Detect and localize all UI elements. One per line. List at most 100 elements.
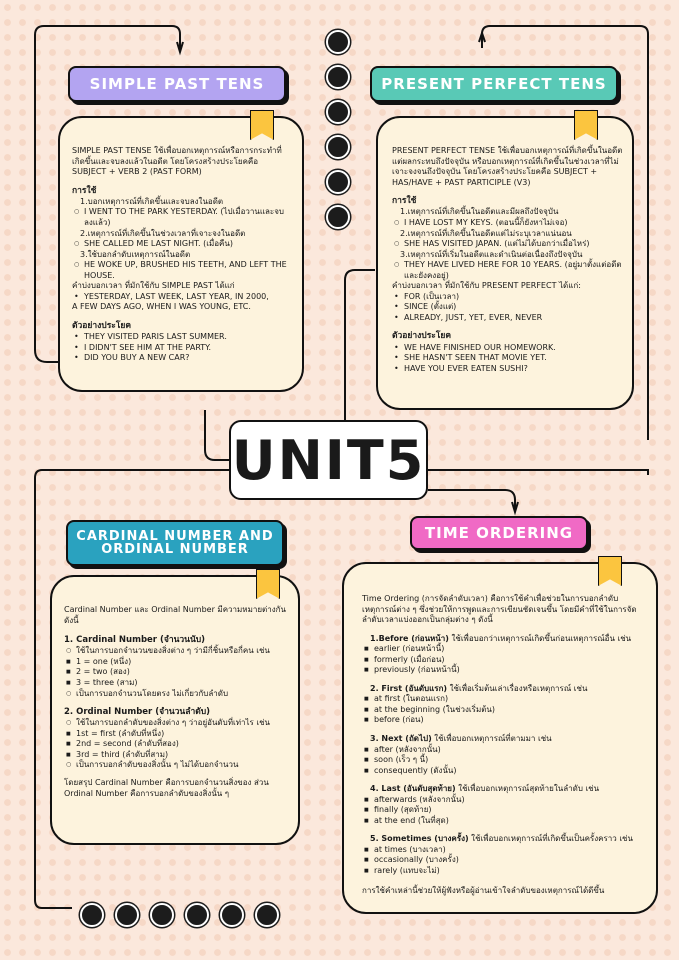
simple-past-usage-heading: การใช้ [72, 185, 97, 196]
unit-title: UNIT5 [229, 420, 428, 500]
time-group-1: 1.Before (ก่อนหน้า) ใช้เพื่อบอกว่าเหตุกา… [362, 634, 646, 645]
simple-past-usage-3-example: HE WOKE UP, BRUSHED HIS TEETH, AND LEFT … [72, 260, 290, 281]
present-perfect-example-3: HAVE YOU EVER EATEN SUSHI? [392, 364, 624, 375]
time-group-3-item-2: soon (เร็ว ๆ นี้) [362, 755, 646, 766]
cardinal-note: เป็นการบอกจำนวนโดยตรง ไม่เกี่ยวกับลำดับ [64, 689, 292, 700]
dot-6 [326, 205, 350, 229]
simple-past-usage-1-example: I WENT TO THE PARK YESTERDAY. (ไปเมื่อวา… [72, 207, 290, 228]
time-group-1-desc: ใช้เพื่อบอกว่าเหตุการณ์เกิดขึ้นก่อนเหตุก… [448, 633, 632, 643]
simple-past-banner: SIMPLE PAST TENS [68, 66, 286, 102]
simple-past-usage-3: 3.ใช้บอกลำดับเหตุการณ์ในอดีต [80, 249, 191, 259]
simple-past-example-3: DID YOU BUY A NEW CAR? [72, 353, 290, 364]
time-ordering-intro: Time Ordering (การจัดลำดับเวลา) คือการใช… [362, 594, 637, 625]
time-group-1-item-2: formerly (เมื่อก่อน) [362, 655, 646, 666]
time-ordering-summary: การใช้คำเหล่านี้ช่วยให้ผู้ฟังหรือผู้อ่าน… [362, 885, 605, 895]
simple-past-intro: SIMPLE PAST TENSE ใช้เพื่อบอกเหตุการณ์หร… [72, 146, 282, 177]
time-group-2-item-3: before (ก่อน) [362, 715, 646, 726]
time-group-3-item-3: consequently (ดังนั้น) [362, 766, 646, 777]
time-group-4-item-2: finally (สุดท้าย) [362, 805, 646, 816]
cardinal-intro: Cardinal Number และ Ordinal Number มีควา… [64, 605, 286, 625]
time-group-3: 3. Next (ถัดไป) ใช้เพื่อบอกเหตุการณ์ที่ต… [362, 734, 646, 745]
time-group-3-item-1: after (หลังจากนั้น) [362, 745, 646, 756]
time-group-4: 4. Last (อันดับสุดท้าย) ใช้เพื่อบอกเหตุก… [362, 784, 646, 795]
dot-7 [80, 903, 104, 927]
simple-past-time-list: YESTERDAY, LAST WEEK, LAST YEAR, IN 2000… [72, 292, 290, 303]
time-group-2-item-1: at first (ในตอนแรก) [362, 694, 646, 705]
time-ordering-card: Time Ordering (การจัดลำดับเวลา) คือการใช… [342, 556, 658, 914]
simple-past-usage-2: 2.เหตุการณ์ที่เกิดขึ้นในช่วงเวลาที่เจาะจ… [80, 228, 246, 238]
time-group-4-heading: 4. Last (อันดับสุดท้าย) [370, 784, 456, 794]
ordinal-example-3: 3rd = third (ลำดับที่สาม) [64, 750, 292, 761]
time-group-5-item-3: rarely (แทบจะไม่) [362, 866, 646, 877]
simple-past-usage-2-example: SHE CALLED ME LAST NIGHT. (เมื่อคืน) [72, 239, 290, 250]
present-perfect-examples-heading: ตัวอย่างประโยค [392, 331, 452, 342]
time-group-4-item-3: at the end (ในที่สุด) [362, 816, 646, 827]
bookmark-icon [598, 556, 622, 586]
present-perfect-time-words: คำบ่งบอกเวลา ที่มักใช้กับ PRESENT PERFEC… [392, 281, 581, 291]
cardinal-banner-line-2: ORDINAL NUMBER [101, 542, 249, 557]
cardinal-ordinal-banner: CARDINAL NUMBER AND ORDINAL NUMBER [66, 520, 284, 566]
present-perfect-usage-1: 1.เหตุการณ์ที่เกิดขึ้นในอดีตและมีผลถึงปั… [400, 207, 559, 217]
present-perfect-time-1: FOR (เป็นเวลา) [392, 292, 624, 303]
present-perfect-usage-heading: การใช้ [392, 196, 417, 207]
dot-8 [115, 903, 139, 927]
time-group-4-item-1: afterwards (หลังจากนั้น) [362, 795, 646, 806]
time-group-5-heading: 5. Sometimes (บางครั้ง) [370, 834, 469, 844]
time-group-1-item-3: previously (ก่อนหน้านี้) [362, 665, 646, 676]
time-ordering-banner: TIME ORDERING [410, 516, 588, 550]
cardinal-ordinal-card: Cardinal Number และ Ordinal Number มีควา… [50, 569, 300, 845]
time-group-5-item-1: at times (บางเวลา) [362, 845, 646, 856]
cardinal-summary: โดยสรุป Cardinal Number คือการบอกจำนวนสิ… [64, 778, 269, 798]
time-group-2-item-2: at the beginning (ในช่วงเริ่มต้น) [362, 705, 646, 716]
present-perfect-intro: PRESENT PERFECT TENSE ใช้เพื่อบอกเหตุการ… [392, 146, 623, 187]
bookmark-icon [256, 569, 280, 599]
present-perfect-usage-3: 3.เหตุการณ์ที่เริ่มในอดีตและดำเนินต่อเนื… [400, 249, 583, 259]
cardinal-desc: ใช้ในการบอกจำนวนของสิ่งต่าง ๆ ว่ามีกี่ชิ… [64, 646, 292, 657]
dot-1 [326, 30, 350, 54]
present-perfect-example-1: WE HAVE FINISHED OUR HOMEWORK. [392, 343, 624, 354]
cardinal-example-2: 2 = two (สอง) [64, 667, 292, 678]
simple-past-time-list-2: A FEW DAYS AGO, WHEN I WAS YOUNG, ETC. [72, 302, 251, 312]
present-perfect-time-3: ALREADY, JUST, YET, EVER, NEVER [392, 313, 624, 324]
present-perfect-usage-1-example: I HAVE LOST MY KEYS. (ตอนนี้ก็ยังหาไม่เจ… [392, 218, 624, 229]
ordinal-example-1: 1st = first (ลำดับที่หนึ่ง) [64, 729, 292, 740]
dot-11 [220, 903, 244, 927]
simple-past-examples-heading: ตัวอย่างประโยค [72, 320, 132, 331]
time-group-2-heading: 2. First (อันดับแรก) [370, 683, 448, 693]
ordinal-desc: ใช้ในการบอกลำดับของสิ่งต่าง ๆ ว่าอยู่อัน… [64, 718, 292, 729]
present-perfect-usage-2-example: SHE HAS VISITED JAPAN. (แต่ไม่ได้บอกว่าเ… [392, 239, 624, 250]
dot-12 [255, 903, 279, 927]
cardinal-heading: 1. Cardinal Number (จำนวนนับ) [64, 635, 206, 646]
time-group-3-desc: ใช้เพื่อบอกเหตุการณ์ที่ตามมา เช่น [431, 734, 552, 744]
time-group-3-heading: 3. Next (ถัดไป) [370, 734, 432, 744]
time-group-5-desc: ใช้เพื่อบอกเหตุการณ์ที่เกิดขึ้นเป็นครั้ง… [468, 834, 633, 844]
present-perfect-usage-2: 2.เหตุการณ์ที่เกิดขึ้นในอดีตแต่ไม่ระบุเว… [400, 228, 572, 238]
present-perfect-example-2: SHE HASN'T SEEN THAT MOVIE YET. [392, 353, 624, 364]
simple-past-usage-1: 1.บอกเหตุการณ์ที่เกิดขึ้นและจบลงในอดีต [80, 196, 224, 206]
simple-past-card: SIMPLE PAST TENSE ใช้เพื่อบอกเหตุการณ์หร… [58, 110, 304, 392]
ordinal-heading: 2. Ordinal Number (จำนวนลำดับ) [64, 707, 211, 718]
time-group-1-heading: 1.Before (ก่อนหน้า) [370, 633, 449, 643]
bookmark-icon [574, 110, 598, 140]
present-perfect-usage-3-example: THEY HAVE LIVED HERE FOR 10 YEARS. (อยู่… [392, 260, 624, 281]
dot-9 [150, 903, 174, 927]
dot-5 [326, 170, 350, 194]
ordinal-example-2: 2nd = second (ลำดับที่สอง) [64, 739, 292, 750]
time-group-1-item-1: earlier (ก่อนหน้านี้) [362, 644, 646, 655]
simple-past-time-words: คำบ่งบอกเวลา ที่มักใช้กับ SIMPLE PAST ได… [72, 281, 235, 291]
dot-2 [326, 65, 350, 89]
cardinal-example-3: 3 = three (สาม) [64, 678, 292, 689]
time-group-2-desc: ใช้เพื่อเริ่มต้นเล่าเรื่องหรือเหตุการณ์ … [447, 683, 588, 693]
present-perfect-time-2: SINCE (ตั้งแต่) [392, 302, 624, 313]
simple-past-example-2: I DIDN'T SEE HIM AT THE PARTY. [72, 343, 290, 354]
cardinal-banner-line-1: CARDINAL NUMBER AND [76, 529, 274, 544]
time-group-5-item-2: occasionally (บางครั้ง) [362, 855, 646, 866]
bookmark-icon [250, 110, 274, 140]
cardinal-example-1: 1 = one (หนึ่ง) [64, 657, 292, 668]
time-group-4-desc: ใช้เพื่อบอกเหตุการณ์สุดท้ายในลำดับ เช่น [455, 784, 600, 794]
dot-3 [326, 100, 350, 124]
dot-10 [185, 903, 209, 927]
present-perfect-card: PRESENT PERFECT TENSE ใช้เพื่อบอกเหตุการ… [376, 110, 634, 410]
ordinal-note: เป็นการบอกลำดับของสิ่งนั้น ๆ ไม่ได้บอกจำ… [64, 760, 292, 771]
present-perfect-banner: PRESENT PERFECT TENS [370, 66, 618, 102]
